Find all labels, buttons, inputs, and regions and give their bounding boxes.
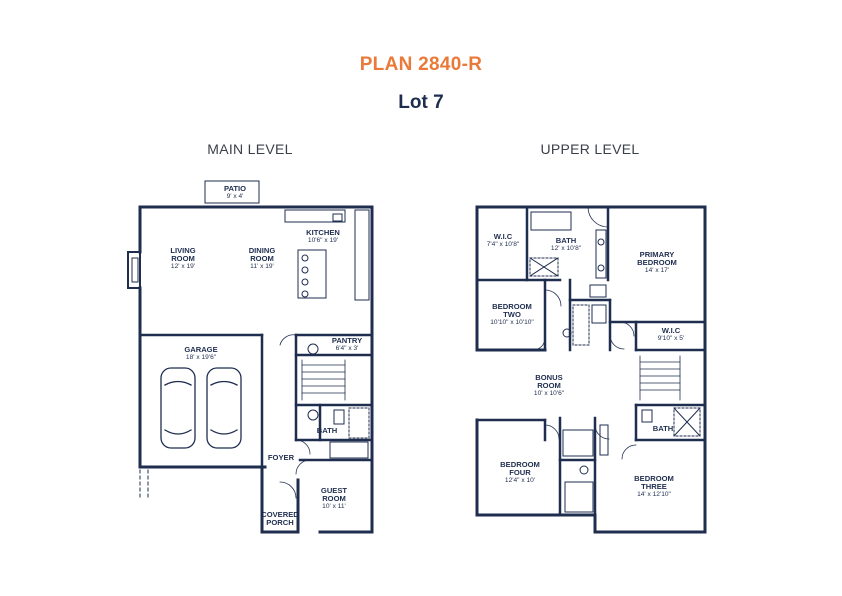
room-bath-main: BATH	[316, 426, 338, 435]
main-exterior-walls	[138, 205, 374, 534]
main-level-plan	[127, 180, 374, 534]
main-interior-walls	[138, 333, 374, 469]
patio-outline	[204, 180, 260, 204]
lot-label: Lot 7	[398, 92, 444, 113]
kitchen-counters	[284, 209, 370, 301]
garage-cars	[160, 367, 242, 449]
main-bath-fixtures	[307, 407, 370, 439]
guest-closet	[329, 441, 369, 459]
upper-level-plan	[475, 205, 707, 534]
upper-exterior-walls	[475, 205, 707, 534]
main-level-heading: MAIN LEVEL	[207, 141, 293, 157]
upper-level-heading: UPPER LEVEL	[540, 141, 640, 157]
room-foyer: FOYER	[267, 453, 295, 462]
room-covered-porch: COVERED PORCH	[261, 510, 299, 527]
upper-fixtures	[529, 211, 701, 513]
main-stairs	[301, 359, 346, 401]
plan-title: PLAN 2840-R	[359, 54, 483, 75]
fireplace	[127, 251, 141, 289]
upper-stairs	[639, 355, 681, 401]
room-bath-upper: BATH	[652, 424, 674, 433]
upper-interior-walls	[475, 205, 707, 517]
